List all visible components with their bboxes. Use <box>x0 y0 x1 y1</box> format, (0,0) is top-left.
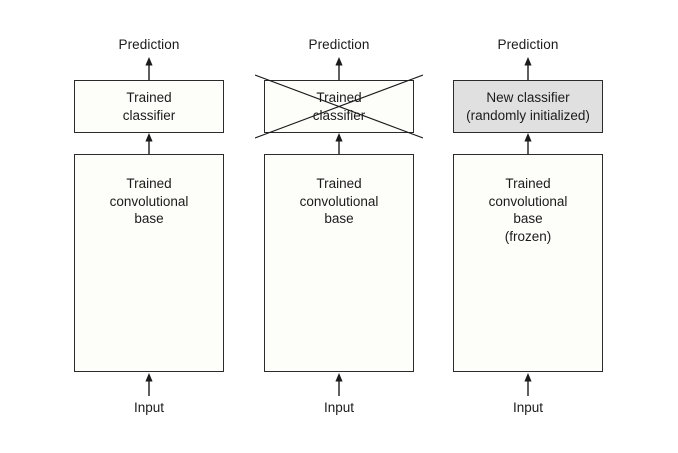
arrow-base-to-classifier-icon <box>333 133 346 154</box>
prediction-label: Prediction <box>497 37 559 52</box>
classifier-text-line-1: New classifier <box>486 90 570 105</box>
diagram-column-new-classifier-model: Prediction New classifier (randomly init… <box>453 0 603 453</box>
trained-convolutional-base-frozen-box-text: Trained convolutional base (frozen) <box>454 175 602 245</box>
base-text-line-3: base <box>513 211 543 226</box>
base-text-line-2: convolutional <box>109 193 189 209</box>
new-classifier-box: New classifier (randomly initialized) <box>453 80 603 133</box>
base-text-line-2: convolutional <box>299 193 379 209</box>
diagram-column-original-model: Prediction Trained classifier Trained co… <box>74 0 224 453</box>
arrow-input-to-base-icon <box>333 373 346 396</box>
trained-convolutional-base-box-text: Trained convolutional base <box>75 175 223 228</box>
classifier-text-line-2: classifier <box>312 107 366 123</box>
arrow-input-to-base-icon <box>143 373 156 396</box>
classifier-text-line-1: Trained <box>316 90 362 105</box>
arrow-classifier-to-prediction-icon <box>143 57 156 80</box>
trained-classifier-box: Trained classifier <box>264 80 414 133</box>
trained-convolutional-base-box: Trained convolutional base <box>74 154 224 372</box>
trained-classifier-box-text: Trained classifier <box>75 89 223 124</box>
arrow-classifier-to-prediction-icon <box>522 57 535 80</box>
prediction-label: Prediction <box>308 37 370 52</box>
arrow-classifier-to-prediction-icon <box>333 57 346 80</box>
input-label: Input <box>133 400 165 415</box>
trained-classifier-box-text: Trained classifier <box>265 89 413 124</box>
base-text-line-3: base <box>324 211 354 226</box>
base-text-line-3: base <box>134 211 164 226</box>
trained-classifier-box: Trained classifier <box>74 80 224 133</box>
arrow-input-to-base-icon <box>522 373 535 396</box>
trained-convolutional-base-box-text: Trained convolutional base <box>265 175 413 228</box>
trained-convolutional-base-frozen-box: Trained convolutional base (frozen) <box>453 154 603 372</box>
base-text-line-1: Trained <box>505 176 551 191</box>
new-classifier-box-text: New classifier (randomly initialized) <box>454 89 602 124</box>
base-text-line-1: Trained <box>316 176 362 191</box>
diagram-column-discarded-classifier: Prediction Trained classifier <box>255 0 423 453</box>
classifier-text-line-1: Trained <box>126 90 172 105</box>
trained-convolutional-base-box: Trained convolutional base <box>264 154 414 372</box>
base-text-line-1: Trained <box>126 176 172 191</box>
arrow-base-to-classifier-icon <box>143 133 156 154</box>
arrow-base-to-classifier-icon <box>522 133 535 154</box>
prediction-label: Prediction <box>118 37 180 52</box>
input-label: Input <box>323 400 355 415</box>
base-text-line-4: (frozen) <box>504 228 552 244</box>
base-text-line-2: convolutional <box>488 193 568 209</box>
classifier-text-line-2: classifier <box>122 107 176 123</box>
classifier-text-line-2: (randomly initialized) <box>466 107 590 123</box>
input-label: Input <box>512 400 544 415</box>
